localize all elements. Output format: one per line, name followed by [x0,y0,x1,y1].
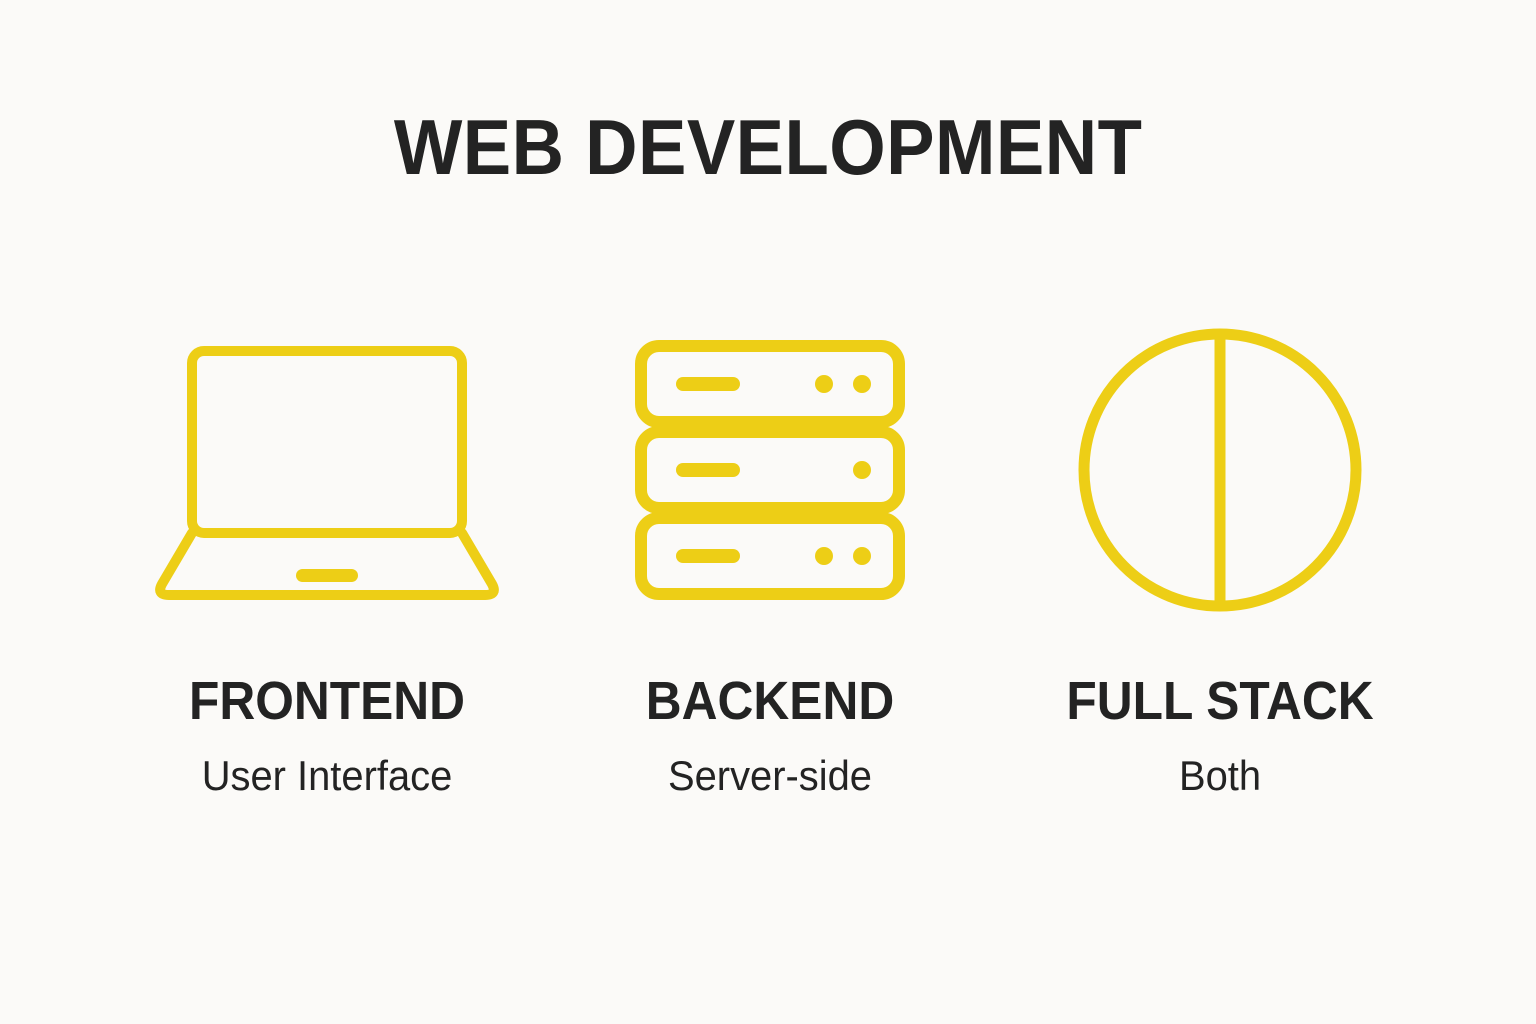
category-columns: FRONTEND User Interface [0,320,1536,840]
category-heading-full-stack: FULL STACK [1066,671,1374,731]
laptop-icon [155,346,499,600]
server-unit-1-body [635,340,905,428]
server-unit-3-body [635,512,905,600]
server-unit-3-bar [676,549,740,563]
server-unit-2-body [635,426,905,514]
category-column-backend[interactable]: BACKEND Server-side [560,320,980,840]
category-column-full-stack[interactable]: FULL STACK Both [1010,320,1430,840]
server-unit-2 [635,426,905,514]
server-unit-3-led-a [815,547,833,565]
server-unit-1-led-b [853,375,871,393]
split-circle-icon [1078,328,1362,612]
laptop-trackpad-shape [296,569,358,582]
laptop-screen-shape [187,346,467,538]
category-heading-backend: BACKEND [645,671,895,731]
server-unit-1 [635,340,905,428]
category-heading-frontend: FRONTEND [189,671,465,731]
server-unit-2-bar [676,463,740,477]
server-stack-icon [635,340,905,600]
server-stack-icon-wrap [560,320,980,620]
category-column-frontend[interactable]: FRONTEND User Interface [117,320,537,840]
server-unit-3 [635,512,905,600]
split-circle-icon-wrap [1010,320,1430,620]
laptop-icon-wrap [117,320,537,620]
server-unit-2-led-a [853,461,871,479]
category-subtitle-frontend: User Interface [201,752,453,799]
category-subtitle-full-stack: Both [1178,752,1262,799]
laptop-base-shape [155,528,499,600]
category-subtitle-backend: Server-side [667,752,873,799]
server-unit-1-led-a [815,375,833,393]
page-title: WEB DEVELOPMENT [393,103,1143,191]
server-unit-3-led-b [853,547,871,565]
server-unit-1-bar [676,377,740,391]
